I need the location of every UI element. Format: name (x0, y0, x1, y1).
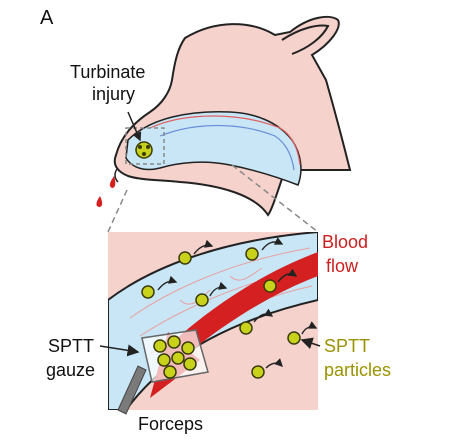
gauze-particle (171, 351, 185, 365)
sptt-particle (239, 321, 253, 335)
label-forceps: Forceps (138, 414, 203, 434)
label-flow: flow (326, 256, 359, 276)
label-turbinate: Turbinate (70, 62, 145, 82)
label-injury: injury (92, 84, 135, 104)
injury-particle-dot (146, 145, 150, 149)
gauze-pointer (99, 344, 140, 357)
sptt-particle (178, 251, 192, 265)
sptt-particle (195, 293, 209, 307)
injury-site-box (125, 127, 165, 165)
vessel-line-red (149, 115, 301, 166)
label-blood: Blood (322, 232, 368, 252)
blood-drop-1 (109, 176, 116, 188)
nostril (114, 167, 119, 183)
label-sptt-gauze-2: gauze (46, 360, 95, 380)
injury-particle-dot (142, 152, 146, 156)
label-sptt-particles-1: SPTT (324, 336, 370, 356)
sptt-particle (263, 279, 277, 293)
particles-pointer (300, 337, 321, 350)
gauze-particle (183, 357, 197, 371)
gauze-particle (153, 339, 167, 353)
sptt-particle (245, 247, 259, 261)
sptt-particles-group (141, 237, 318, 379)
head-illustration (96, 15, 352, 217)
label-sptt-particles-2: particles (324, 360, 391, 380)
gauze-particle (163, 365, 177, 379)
sptt-gauze (141, 329, 209, 383)
gauze-particle (181, 341, 195, 355)
sptt-particle (287, 331, 301, 345)
gauze-particle (157, 353, 171, 367)
zoom-connector-left (107, 189, 128, 233)
sptt-particle (251, 365, 265, 379)
turbinate-pointer (127, 111, 142, 142)
sptt-particle (141, 285, 155, 299)
blood-drop-2 (96, 196, 103, 207)
ear (281, 24, 330, 55)
gauze-particle (167, 335, 181, 349)
particle-motion-arrows (157, 237, 318, 369)
label-sptt-gauze-1: SPTT (48, 336, 94, 356)
forceps (117, 365, 147, 415)
vessel-line-blue (159, 124, 295, 171)
zoom-connector-right (231, 164, 319, 233)
panel-letter: A (40, 7, 54, 29)
injury-particle-dot (138, 145, 142, 149)
